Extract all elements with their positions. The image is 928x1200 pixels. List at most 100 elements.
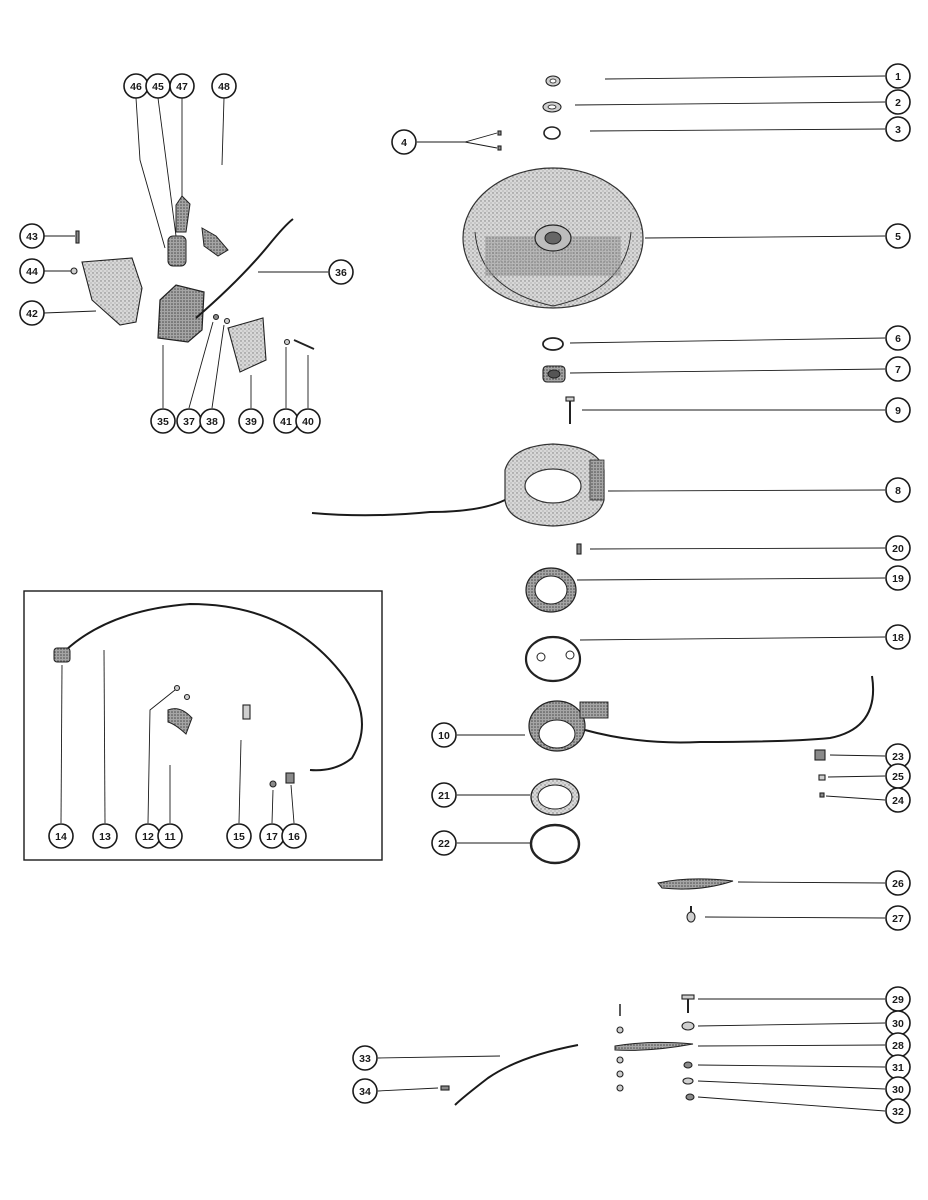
svg-text:3: 3 xyxy=(895,124,901,136)
svg-text:12: 12 xyxy=(142,831,154,843)
callout-13: 13 xyxy=(92,823,118,849)
svg-text:18: 18 xyxy=(892,632,904,644)
part-nut xyxy=(545,75,561,87)
callout-2: 2 xyxy=(885,89,911,115)
callout-40: 40 xyxy=(295,408,321,434)
svg-text:21: 21 xyxy=(438,790,450,802)
callout-25: 25 xyxy=(885,763,911,789)
svg-text:31: 31 xyxy=(892,1062,904,1074)
inset-parts xyxy=(53,647,295,788)
svg-text:7: 7 xyxy=(895,364,901,376)
callout-8: 8 xyxy=(885,477,911,503)
svg-text:32: 32 xyxy=(892,1106,904,1118)
callout-20: 20 xyxy=(885,535,911,561)
callout-3: 3 xyxy=(885,116,911,142)
callout-1: 1 xyxy=(885,63,911,89)
callout-22: 22 xyxy=(431,830,457,856)
svg-text:34: 34 xyxy=(359,1086,371,1098)
svg-text:38: 38 xyxy=(206,416,218,428)
callout-24: 24 xyxy=(885,787,911,813)
callout-35: 35 xyxy=(150,408,176,434)
svg-text:41: 41 xyxy=(280,416,292,428)
callout-28: 28 xyxy=(885,1032,911,1058)
part-washer xyxy=(542,101,562,113)
svg-text:42: 42 xyxy=(26,308,38,320)
part-pin xyxy=(576,543,582,555)
callout-36: 36 xyxy=(328,259,354,285)
part-key-ring xyxy=(542,337,564,351)
callout-6: 6 xyxy=(885,325,911,351)
callout-12: 12 xyxy=(135,823,161,849)
callout-7: 7 xyxy=(885,356,911,382)
svg-text:9: 9 xyxy=(895,405,901,417)
callout-10: 10 xyxy=(431,722,457,748)
svg-text:39: 39 xyxy=(245,416,257,428)
svg-text:26: 26 xyxy=(892,878,904,890)
svg-text:17: 17 xyxy=(266,831,278,843)
svg-text:40: 40 xyxy=(302,416,314,428)
svg-text:6: 6 xyxy=(895,333,901,345)
callout-31: 31 xyxy=(885,1054,911,1080)
callout-30-lower: 30 xyxy=(885,1076,911,1102)
svg-text:14: 14 xyxy=(55,831,67,843)
svg-text:5: 5 xyxy=(895,231,901,243)
coil-lead-wire xyxy=(195,218,294,319)
part-ring-22 xyxy=(529,823,581,865)
svg-text:1: 1 xyxy=(895,71,901,83)
part-retainer-ring xyxy=(525,567,577,613)
svg-text:47: 47 xyxy=(176,81,188,93)
callout-48: 48 xyxy=(211,73,237,99)
part-strap xyxy=(657,878,734,890)
part-spring-clip xyxy=(524,635,582,683)
callout-34: 34 xyxy=(352,1078,378,1104)
callout-11: 11 xyxy=(157,823,183,849)
callout-17: 17 xyxy=(259,823,285,849)
svg-text:8: 8 xyxy=(895,485,901,497)
svg-text:25: 25 xyxy=(892,771,904,783)
callout-44: 44 xyxy=(19,258,45,284)
callout-5: 5 xyxy=(885,223,911,249)
svg-text:48: 48 xyxy=(218,81,230,93)
part-ring-21 xyxy=(530,778,580,816)
callout-9: 9 xyxy=(885,397,911,423)
part-coil-assembly xyxy=(70,195,315,373)
callout-41: 41 xyxy=(273,408,299,434)
callout-19: 19 xyxy=(885,565,911,591)
callout-46: 46 xyxy=(123,73,149,99)
svg-text:22: 22 xyxy=(438,838,450,850)
svg-text:35: 35 xyxy=(157,416,169,428)
inset-frame xyxy=(23,590,383,861)
callout-27: 27 xyxy=(885,905,911,931)
callout-38: 38 xyxy=(199,408,225,434)
svg-text:37: 37 xyxy=(183,416,195,428)
part-flywheel xyxy=(462,167,644,309)
svg-text:27: 27 xyxy=(892,913,904,925)
svg-text:43: 43 xyxy=(26,231,38,243)
part-terminal-34 xyxy=(440,1085,450,1091)
svg-text:2: 2 xyxy=(895,97,901,109)
part-small-hardware-23-24-25 xyxy=(814,749,826,798)
callout-30-upper: 30 xyxy=(885,1010,911,1036)
part-bolt-27 xyxy=(686,906,696,923)
callout-15: 15 xyxy=(226,823,252,849)
callout-26: 26 xyxy=(885,870,911,896)
svg-text:36: 36 xyxy=(335,267,347,279)
svg-text:10: 10 xyxy=(438,730,450,742)
callout-47: 47 xyxy=(169,73,195,99)
svg-text:20: 20 xyxy=(892,543,904,555)
bottom-lead-wire xyxy=(454,1044,579,1106)
part-trigger xyxy=(528,700,609,752)
leader-lines xyxy=(43,75,886,1112)
callout-29: 29 xyxy=(885,986,911,1012)
svg-text:45: 45 xyxy=(152,81,164,93)
part-keys xyxy=(497,130,502,151)
svg-text:4: 4 xyxy=(401,137,407,149)
svg-text:29: 29 xyxy=(892,994,904,1006)
callout-4: 4 xyxy=(391,129,417,155)
part-hub xyxy=(542,365,566,383)
svg-text:46: 46 xyxy=(130,81,142,93)
svg-text:13: 13 xyxy=(99,831,111,843)
callout-32: 32 xyxy=(885,1098,911,1124)
callout-21: 21 xyxy=(431,782,457,808)
